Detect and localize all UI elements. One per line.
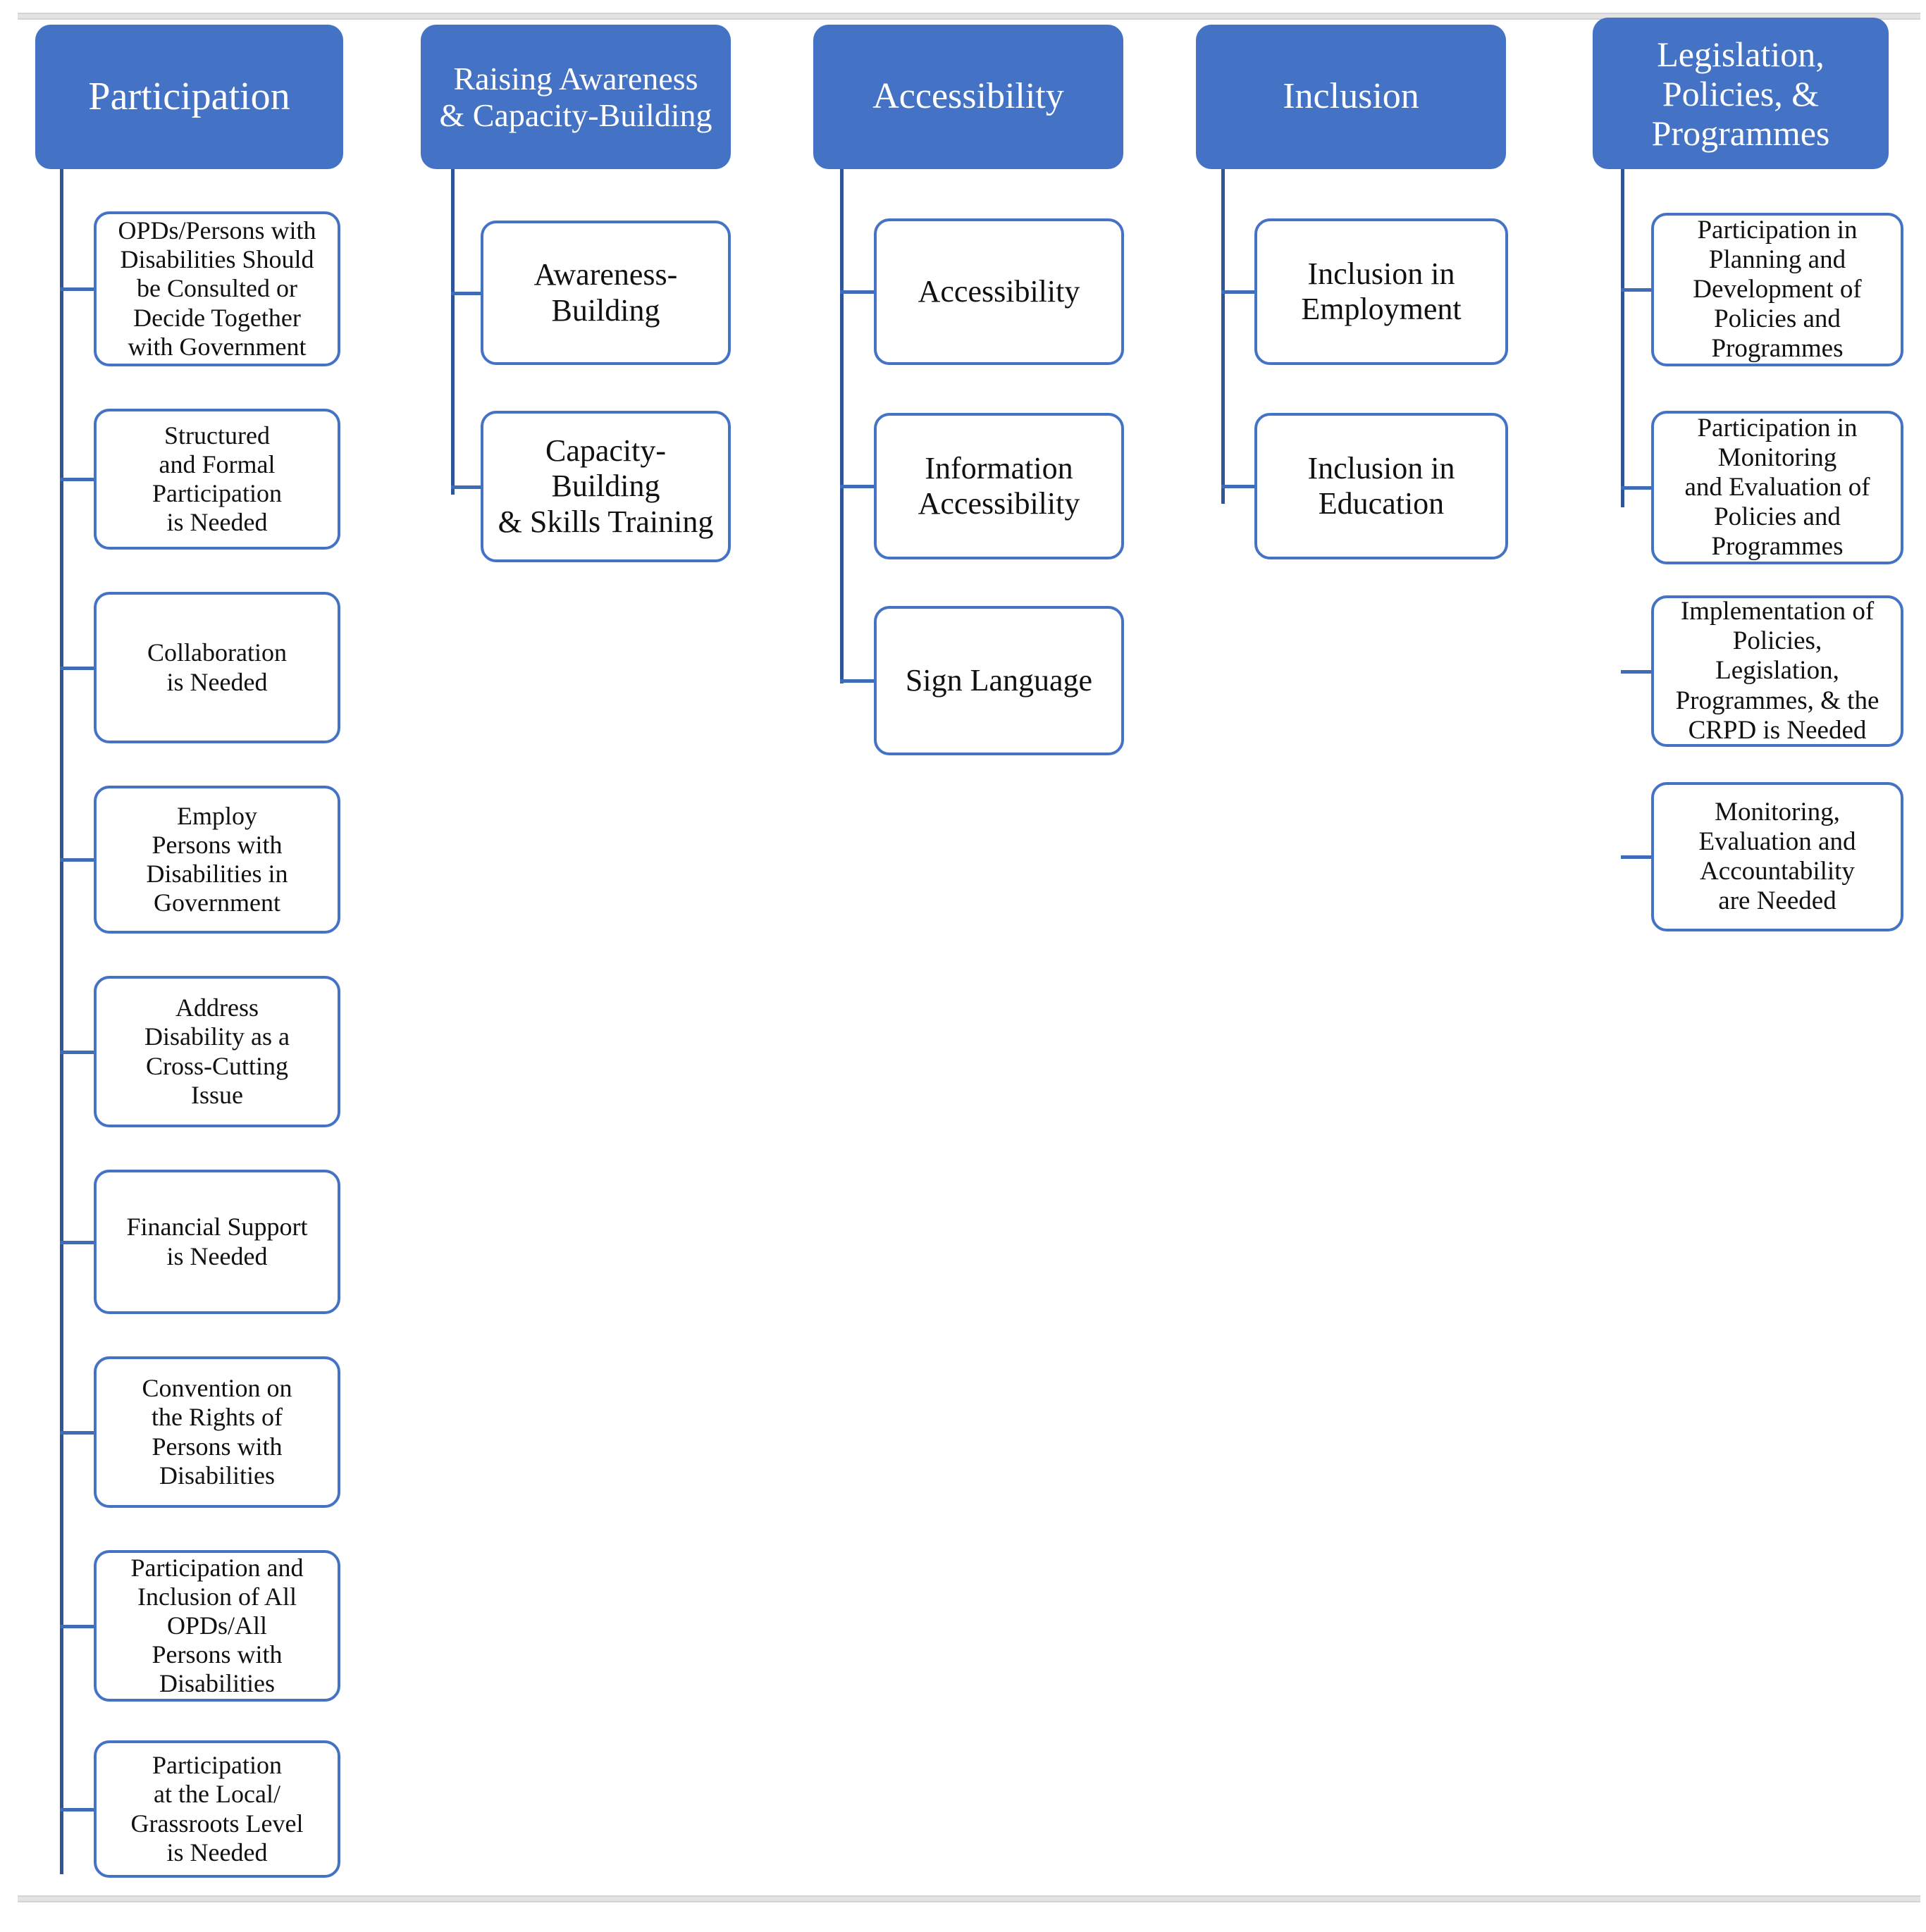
tree-node-inclusion-in-education[interactable]: Inclusion in Education — [1254, 413, 1508, 559]
connector-stub — [451, 485, 481, 489]
bottom-divider-rule — [18, 1895, 1920, 1902]
connector-stub — [1221, 485, 1254, 488]
tree-node-label: Participation at the Local/ Grassroots L… — [130, 1751, 304, 1866]
tree-node-label: OPDs/Persons with Disabilities Should be… — [118, 216, 316, 361]
category-header-label: Inclusion — [1283, 76, 1419, 117]
category-header-label: Participation — [88, 75, 290, 119]
category-header-label: Raising Awareness & Capacity-Building — [439, 60, 712, 133]
tree-node-accessibility[interactable]: Accessibility — [874, 218, 1124, 365]
connector-stub — [840, 290, 874, 294]
tree-node-address-disability-as-a-cross-cutting-issue[interactable]: Address Disability as a Cross-Cutting Is… — [94, 976, 340, 1127]
connector-stub — [1621, 855, 1651, 859]
category-header-raising-awareness-capacity-building[interactable]: Raising Awareness & Capacity-Building — [421, 25, 731, 169]
tree-node-employ-persons-with-disabilities-in-government[interactable]: Employ Persons with Disabilities in Gove… — [94, 786, 340, 934]
tree-node-monitoring-evaluation-and-accountability-are-nee[interactable]: Monitoring, Evaluation and Accountabilit… — [1651, 782, 1903, 931]
tree-node-financial-support-is-needed[interactable]: Financial Support is Needed — [94, 1170, 340, 1314]
connector-trunk-inclusion — [1221, 169, 1225, 504]
tree-node-label: Monitoring, Evaluation and Accountabilit… — [1698, 797, 1856, 916]
tree-node-information-accessibility[interactable]: Information Accessibility — [874, 413, 1124, 559]
tree-node-convention-on-the-rights-of-persons-with-disabil[interactable]: Convention on the Rights of Persons with… — [94, 1356, 340, 1508]
connector-stub — [60, 287, 94, 291]
tree-node-label: Participation and Inclusion of All OPDs/… — [130, 1553, 304, 1698]
connector-stub — [1221, 290, 1254, 294]
category-header-participation[interactable]: Participation — [35, 25, 343, 169]
category-header-accessibility[interactable]: Accessibility — [813, 25, 1123, 169]
connector-stub — [60, 858, 94, 862]
connector-stub — [60, 666, 94, 670]
connector-trunk-legislation-policies-programmes — [1621, 169, 1624, 507]
tree-node-label: Structured and Formal Participation is N… — [152, 421, 282, 537]
tree-node-label: Sign Language — [905, 662, 1093, 698]
tree-node-label: Information Accessibility — [918, 450, 1080, 521]
tree-node-label: Participation in Planning and Developmen… — [1693, 215, 1862, 364]
connector-stub — [1621, 669, 1651, 674]
top-divider-rule — [18, 13, 1920, 20]
tree-node-participation-at-the-local-grassroots-level-is-n[interactable]: Participation at the Local/ Grassroots L… — [94, 1740, 340, 1878]
connector-stub — [451, 291, 481, 295]
connector-stub — [60, 1430, 94, 1435]
category-header-label: Accessibility — [872, 76, 1064, 117]
tree-node-label: Inclusion in Employment — [1301, 256, 1462, 326]
connector-stub — [60, 1624, 94, 1628]
category-header-inclusion[interactable]: Inclusion — [1196, 25, 1506, 169]
tree-node-label: Implementation of Policies, Legislation,… — [1675, 597, 1879, 745]
connector-stub — [60, 1050, 94, 1054]
tree-node-participation-and-inclusion-of-all-opds-all-pers[interactable]: Participation and Inclusion of All OPDs/… — [94, 1550, 340, 1702]
tree-node-label: Employ Persons with Disabilities in Gove… — [146, 801, 288, 917]
tree-node-label: Capacity- Building & Skills Training — [498, 433, 714, 539]
connector-trunk-raising-awareness-capacity-building — [451, 169, 455, 495]
tree-node-collaboration-is-needed[interactable]: Collaboration is Needed — [94, 592, 340, 743]
tree-node-structured-and-formal-participation-is-needed[interactable]: Structured and Formal Participation is N… — [94, 409, 340, 550]
tree-node-label: Collaboration is Needed — [147, 638, 287, 696]
tree-node-label: Convention on the Rights of Persons with… — [142, 1374, 292, 1490]
tree-node-label: Financial Support is Needed — [126, 1213, 308, 1270]
connector-stub — [1621, 288, 1651, 292]
tree-node-inclusion-in-employment[interactable]: Inclusion in Employment — [1254, 218, 1508, 365]
tree-node-implementation-of-policies-legislation-programme[interactable]: Implementation of Policies, Legislation,… — [1651, 595, 1903, 747]
tree-node-label: Awareness- Building — [533, 257, 678, 328]
tree-node-opds-persons-with-disabilities-should-be-consult[interactable]: OPDs/Persons with Disabilities Should be… — [94, 211, 340, 366]
connector-trunk-accessibility — [840, 169, 844, 683]
connector-stub — [1621, 486, 1651, 490]
tree-node-label: Inclusion in Education — [1307, 450, 1455, 521]
tree-node-awareness-building[interactable]: Awareness- Building — [481, 221, 731, 365]
category-header-legislation-policies-programmes[interactable]: Legislation, Policies, & Programmes — [1593, 18, 1889, 169]
tree-node-participation-in-monitoring-and-evaluation-of-po[interactable]: Participation in Monitoring and Evaluati… — [1651, 411, 1903, 564]
tree-node-label: Address Disability as a Cross-Cutting Is… — [144, 993, 290, 1109]
connector-stub — [60, 478, 94, 481]
tree-node-sign-language[interactable]: Sign Language — [874, 606, 1124, 755]
connector-stub — [840, 679, 874, 683]
tree-node-label: Participation in Monitoring and Evaluati… — [1684, 413, 1870, 562]
connector-stub — [60, 1807, 94, 1812]
connector-stub — [60, 1240, 94, 1244]
category-header-label: Legislation, Policies, & Programmes — [1651, 34, 1830, 153]
tree-node-label: Accessibility — [918, 273, 1080, 309]
tree-node-participation-in-planning-and-development-of-pol[interactable]: Participation in Planning and Developmen… — [1651, 213, 1903, 366]
tree-node-capacity-building-skills-training[interactable]: Capacity- Building & Skills Training — [481, 411, 731, 562]
connector-trunk-participation — [60, 169, 63, 1874]
connector-stub — [840, 485, 874, 488]
